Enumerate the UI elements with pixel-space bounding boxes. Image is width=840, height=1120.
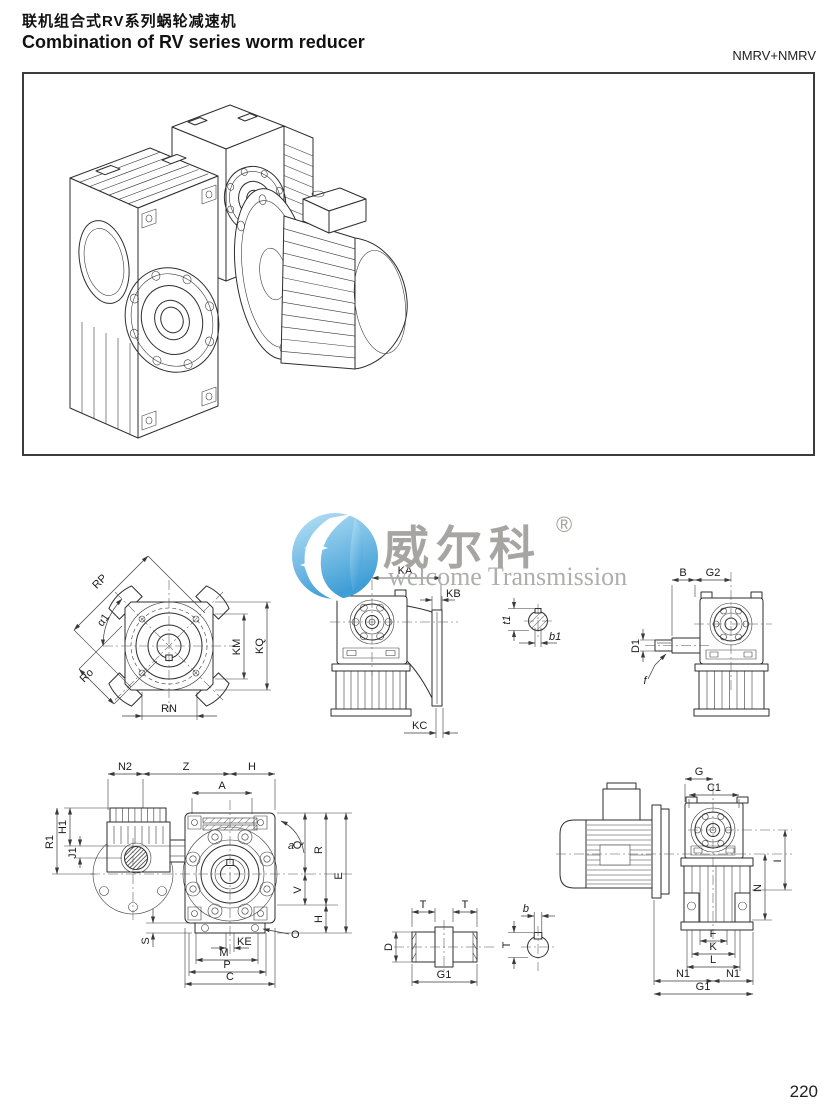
diagram-input-key-section: t1 b1 [501,598,561,647]
brand-name-en: welcome Transmission [388,562,628,591]
dim-label: L [710,954,716,966]
page-title-zh: 联机组合式RV系列蜗轮减速机 [22,13,237,30]
diagram-combined-front-view: N2 Z H A H1 R1 J1 S Q V R H E O a KE M P… [44,761,352,988]
dim-label: E [333,872,345,879]
dim-label: α1 [95,612,112,629]
registered-mark: ® [556,512,573,537]
page-title-en: Combination of RV series worm reducer [22,32,365,52]
dim-label: T [501,941,513,948]
diagram-output-shaft: T T D G1 [383,899,494,986]
dim-label: N1 [726,968,740,980]
dim-label: KA [398,565,413,577]
dim-label: Z [183,761,190,773]
dim-label: KE [237,936,252,948]
dim-label: KB [446,588,461,600]
diagram-motor-gearbox-side-view: G C1 I N F K L N1 N1 G1 [556,766,792,997]
dim-label: f [643,675,647,687]
dim-label: D1 [630,639,642,653]
dim-label: G1 [437,969,452,981]
dim-label: J1 [67,847,79,859]
diagram-input-side-view: B G2 D1 f [630,567,772,717]
dim-label: H [313,915,325,923]
dim-label: b1 [549,631,561,643]
dim-label: KM [231,639,243,656]
dim-label: N [752,884,764,892]
diagram-side-view: KA KB KC [330,565,461,738]
dim-label: T [462,899,469,911]
dim-label: C [226,971,234,983]
dim-label: G2 [706,567,721,579]
brand-name-zh: 威尔科 [383,522,542,574]
dim-label: N1 [676,968,690,980]
dim-label: K [709,941,717,953]
motor [233,187,408,370]
diagram-output-bore-key: b T [501,903,556,971]
dim-label: R1 [44,835,56,849]
diagram-output-flange-view: RP α1 Ro RN KM KQ [73,555,271,720]
dim-label: B [679,567,686,579]
page-number: 220 [789,1082,818,1101]
dim-label: I [772,859,784,862]
dim-label: F [710,928,717,940]
dim-label: G [695,766,704,778]
dim-label: Q [292,840,304,849]
assembly-isometric-drawing [69,104,408,439]
dim-label: V [292,886,304,894]
dim-label: O [291,929,300,941]
gearbox1 [69,147,220,439]
output-flange [124,267,220,373]
dim-label: b [523,903,529,915]
dim-label: t1 [501,615,513,624]
dim-label: KQ [254,638,266,654]
dim-label: C1 [707,782,721,794]
dim-label: T [420,899,427,911]
brand-logo-icon [292,513,378,601]
dim-label: S [140,937,152,944]
model-code: NMRV+NMRV [732,48,816,63]
dim-label: H [248,761,256,773]
dim-label: P [223,959,230,971]
dim-label: A [218,780,226,792]
dim-label: M [219,947,228,959]
dim-label: R [313,846,325,854]
dim-label: a [288,840,294,852]
dim-label: G1 [696,981,711,993]
dim-label: Ro [78,667,96,685]
dim-label: RP [90,572,109,591]
dim-label: H1 [57,820,69,834]
dim-label: D [383,943,395,951]
dim-label: N2 [118,761,132,773]
dim-label: RN [161,703,177,715]
dim-label: KC [412,720,427,732]
